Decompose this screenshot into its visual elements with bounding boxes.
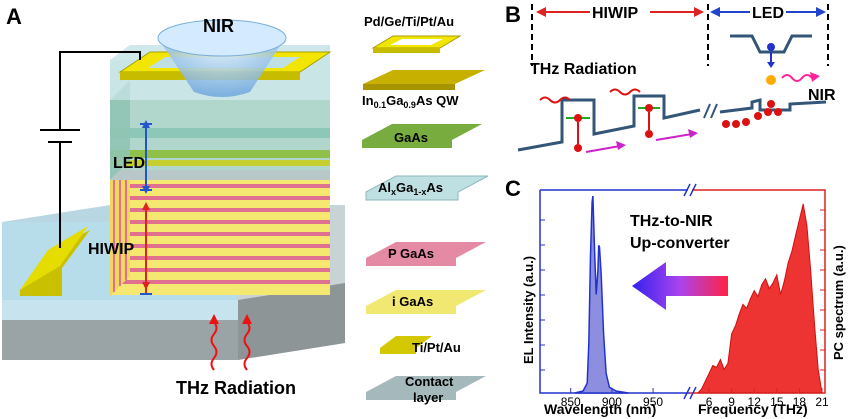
thz-arrowhead-1 <box>209 314 219 324</box>
legend-i-gaas-swatch <box>366 290 486 314</box>
x-tick-label: 18 <box>793 395 807 409</box>
legend-qw-label: In0.1Ga0.9As QW <box>362 93 459 110</box>
legend-contact-label-2: layer <box>413 390 443 405</box>
legend-metal-top-label: Pd/Ge/Ti/Pt/Au <box>364 14 454 29</box>
panel-b-nir-label: NIR <box>808 87 836 104</box>
hiwip-hole-2 <box>645 104 653 112</box>
band-break-2 <box>710 103 718 119</box>
band-break-1 <box>703 103 711 119</box>
x-tick-label: 950 <box>643 395 663 409</box>
pc-y-label: PC spectrum (a.u.) <box>831 245 846 360</box>
hiwip-marker <box>140 202 152 295</box>
legend-gaas-swatch <box>362 124 482 148</box>
panel-a-letter: A <box>6 4 22 29</box>
substrate-front-mid <box>2 300 238 320</box>
x-tick-label: 15 <box>770 395 784 409</box>
panel-a-hiwip-label: HIWIP <box>88 241 135 258</box>
thz-wave-b2 <box>609 88 641 96</box>
bias-circuit <box>40 51 141 248</box>
el-y-ticks <box>540 219 545 371</box>
legend-i-gaas-label: i GaAs <box>392 294 433 309</box>
led-electron <box>767 43 775 51</box>
x-tick-label: 850 <box>561 395 581 409</box>
led-hole-cluster <box>722 100 782 128</box>
pc-y-ticks <box>820 209 825 371</box>
legend-qw-swatch <box>363 70 485 84</box>
legend-contact-label-1: Contact <box>405 374 454 389</box>
legend-contact-swatch <box>366 376 486 400</box>
legend-gaas-label: GaAs <box>394 130 428 145</box>
panel-a-thz-label: THz Radiation <box>176 378 296 398</box>
panel-a: A <box>2 4 345 398</box>
x-tick-label: 21 <box>815 395 829 409</box>
drift-arrow-2 <box>655 133 693 141</box>
el-spectrum-area <box>574 195 629 394</box>
x-tick-label: 9 <box>728 395 735 409</box>
el-x-ticks: 850 900 950 <box>561 388 663 409</box>
panel-c: C EL Intensity (a.u.) <box>505 176 846 417</box>
panel-c-letter: C <box>505 176 521 201</box>
bottom-contact-top <box>20 226 88 290</box>
panel-b: B HIWIP LED NIR THz Radiation <box>505 2 836 153</box>
panel-a-nir-label: NIR <box>203 16 234 36</box>
led-stack <box>110 45 330 180</box>
thz-arrows <box>210 321 251 371</box>
recombination-spot <box>766 75 776 85</box>
nir-emission-wave <box>781 74 813 82</box>
axis-break-marks <box>683 183 697 400</box>
panel-b-thz-label: THz Radiation <box>530 61 637 78</box>
arrow-text-line-1: THz-to-NIR <box>630 213 713 230</box>
hiwip-hole-1 <box>574 114 582 122</box>
el-x-label: Wavelength (nm) <box>544 401 656 417</box>
substrate-side-lower <box>238 283 345 360</box>
legend-algaas-label: AlxGa1-xAs <box>378 180 443 197</box>
led-marker <box>140 120 152 194</box>
drift-arrow-1 <box>585 145 621 153</box>
legend-p-gaas-swatch <box>366 242 486 266</box>
nir-cone <box>157 19 287 97</box>
panel-b-hiwip-label: HIWIP <box>592 5 639 22</box>
legend-algaas-swatch <box>365 175 489 201</box>
panel-b-led-label: LED <box>752 5 784 22</box>
thz-wave-b1 <box>539 96 571 104</box>
el-plot-frame <box>539 189 690 394</box>
pc-x-label: Frequency (THz) <box>698 401 808 417</box>
up-conversion-arrow <box>632 262 728 310</box>
pc-x-ticks: 6 9 12 15 18 21 <box>706 388 829 409</box>
panel-b-letter: B <box>505 2 521 27</box>
legend-p-gaas-label: P GaAs <box>388 246 434 261</box>
x-tick-label: 900 <box>602 395 622 409</box>
legend-metal-bottom-swatch <box>380 336 432 354</box>
hiwip-stack <box>110 160 330 296</box>
x-tick-label: 12 <box>748 395 762 409</box>
arrow-text-line-2: Up-converter <box>630 235 730 252</box>
thz-arrowhead-2 <box>242 314 252 324</box>
battery-gap <box>56 131 64 141</box>
panel-a-led-label: LED <box>113 155 145 172</box>
layer-legend: Pd/Ge/Ti/Pt/Au In0.1Ga0.9As QW GaAs AlxG… <box>362 14 489 405</box>
el-y-label: EL Intensity (a.u.) <box>521 256 536 364</box>
valence-band-profile <box>517 94 827 152</box>
x-tick-label: 6 <box>706 395 713 409</box>
pc-spectrum-area <box>696 203 823 394</box>
legend-metal-bottom-label: Ti/Pt/Au <box>412 340 461 355</box>
